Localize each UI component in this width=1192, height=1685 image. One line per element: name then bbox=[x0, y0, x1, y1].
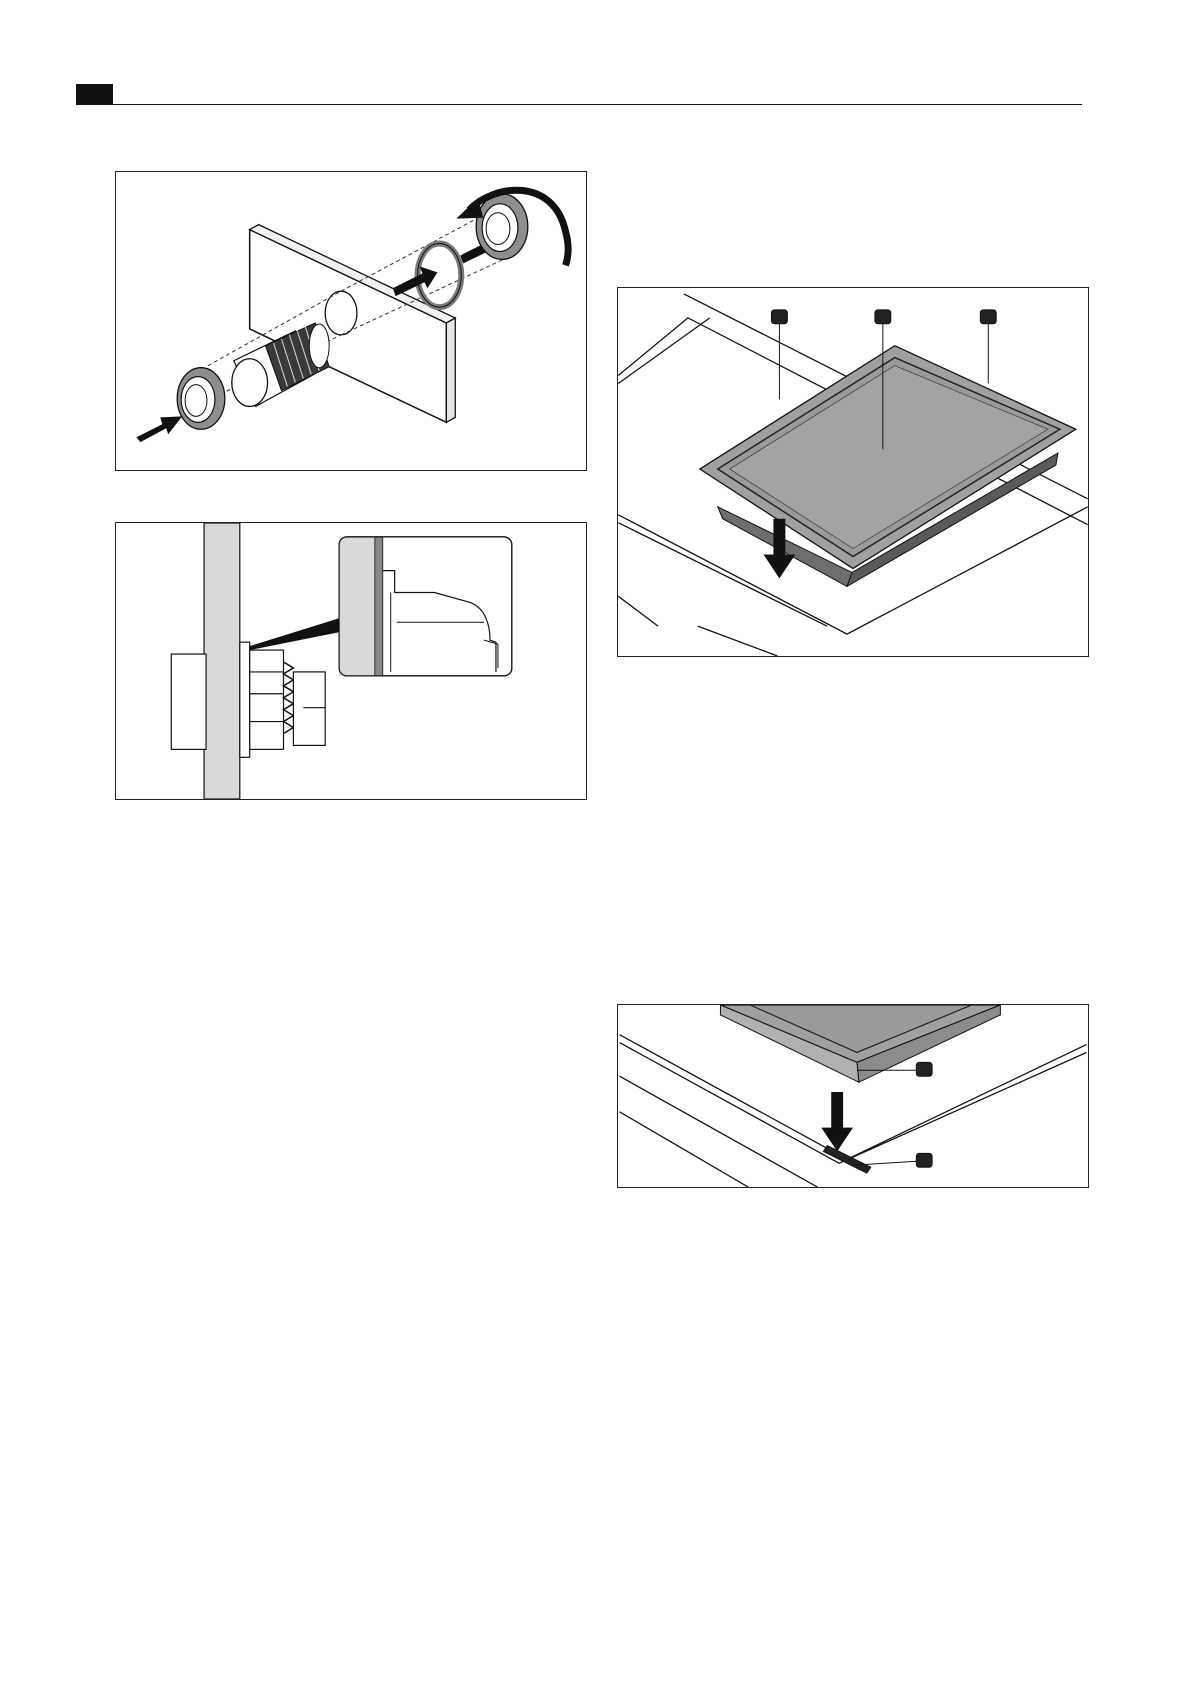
figure-panel-edge-label bbox=[617, 1004, 1089, 1188]
callout-marker-a bbox=[916, 1062, 932, 1076]
lock-nut bbox=[476, 194, 528, 260]
assembly-drawing bbox=[116, 172, 586, 470]
inner-cap bbox=[171, 654, 206, 749]
front-ring bbox=[177, 368, 225, 430]
header-tab bbox=[76, 84, 113, 104]
callout-marker-3 bbox=[980, 310, 996, 324]
header-rule bbox=[76, 104, 1082, 105]
callout-marker-b bbox=[916, 1153, 932, 1167]
panel-insertion-drawing bbox=[618, 288, 1088, 656]
pipe-end bbox=[293, 672, 325, 745]
callout-markers bbox=[916, 1062, 932, 1167]
threads bbox=[283, 662, 293, 733]
wall-section bbox=[204, 523, 240, 799]
callout-marker-2 bbox=[875, 310, 891, 324]
place-arrow bbox=[821, 1092, 853, 1151]
cooktop-panel bbox=[700, 346, 1076, 587]
push-arrow bbox=[136, 416, 182, 442]
figure-fitting-detail bbox=[115, 522, 587, 800]
callout-leaders bbox=[853, 1070, 916, 1165]
figure-nut-seal-assembly bbox=[115, 171, 587, 471]
detail-zoom-box bbox=[339, 537, 512, 676]
mounting-plate-side bbox=[446, 318, 455, 422]
figure-insert-panel bbox=[617, 287, 1089, 657]
nut-body bbox=[250, 650, 284, 749]
zoom-pointer bbox=[250, 618, 339, 650]
callout-markers bbox=[771, 310, 996, 324]
flange bbox=[240, 642, 250, 757]
panel-edge-drawing bbox=[618, 1005, 1088, 1187]
edge-label-sticker bbox=[823, 1145, 870, 1173]
callout-marker-1 bbox=[771, 310, 787, 324]
fitting-section-drawing bbox=[116, 523, 586, 799]
